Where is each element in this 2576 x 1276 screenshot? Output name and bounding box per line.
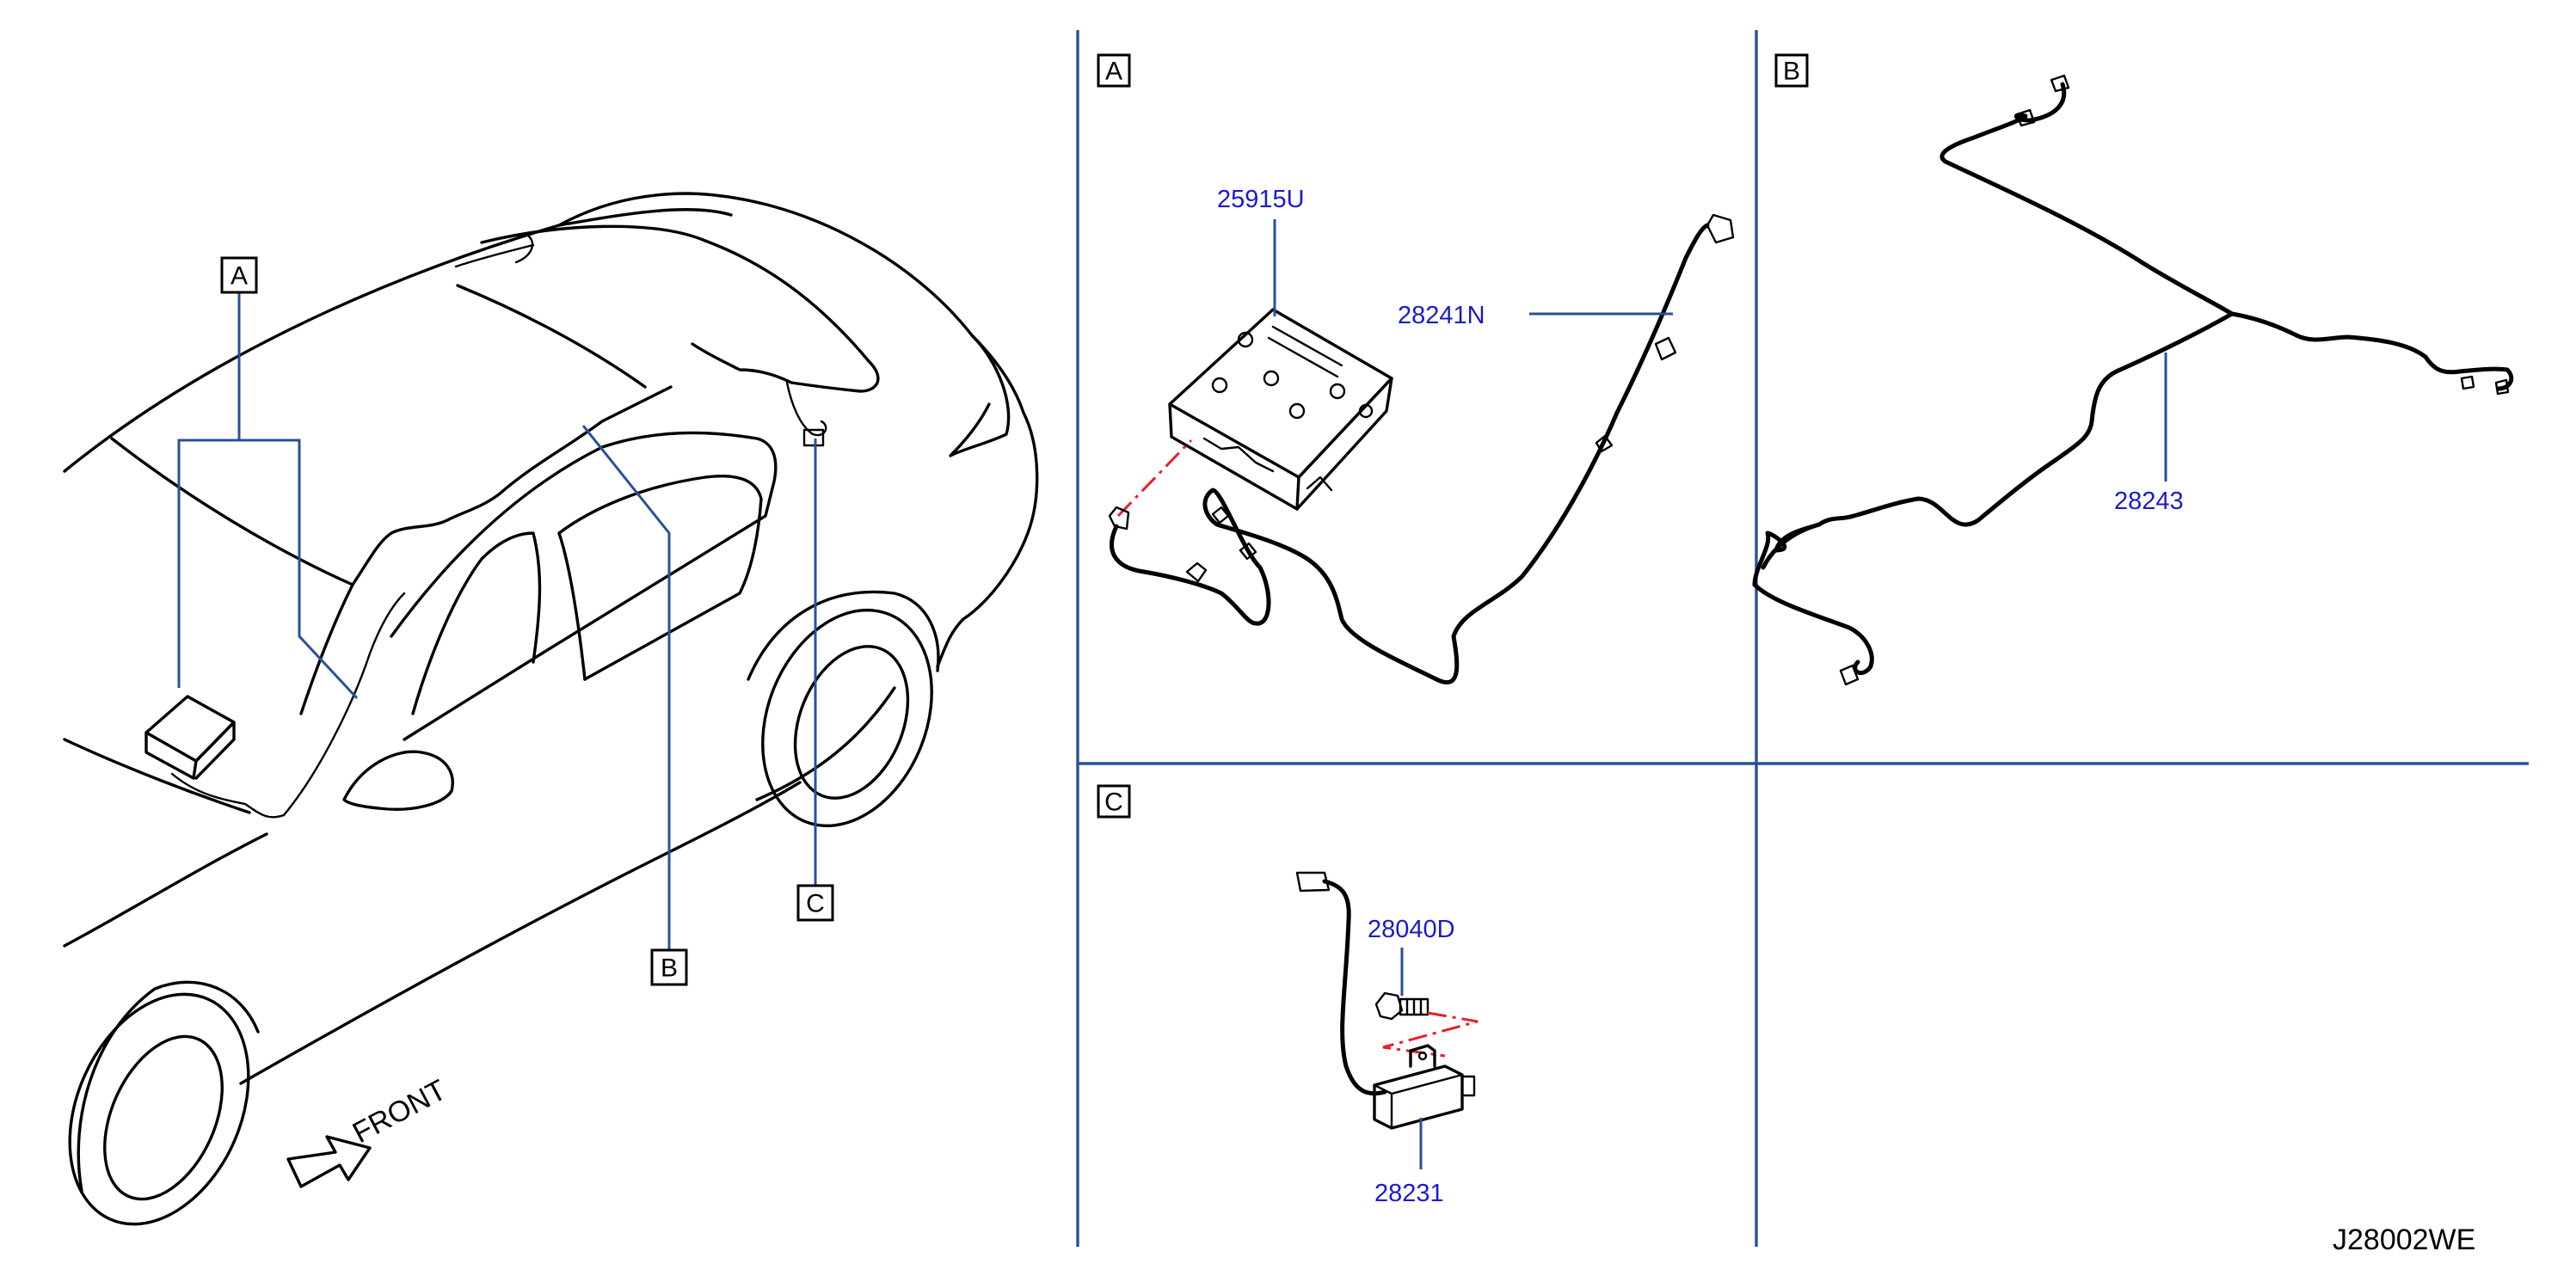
front-arrow-icon [286,1135,372,1188]
car-outline [63,192,1039,1226]
bolt-illustration [1374,991,1429,1021]
panel-b: B 28243 [1752,53,2514,686]
callout-c-overview: C [796,884,834,922]
panel-c: C 28040D 28231 [1097,784,1479,1207]
panel-b-callout: B [1783,58,1800,86]
callout-b-label: B [661,954,678,983]
part-25915u-label: 25915U [1217,186,1305,213]
part-28243-label: 28243 [2114,488,2184,515]
diagram-code: J28002WE [2333,1224,2475,1256]
callout-a-label: A [231,262,248,291]
antenna-module-illustration [1373,1044,1476,1130]
part-28241n-label: 28241N [1398,302,1485,329]
overview-leaders [177,292,817,950]
panel-c-callout: C [1104,788,1123,817]
part-28040d-label: 28040D [1368,916,1455,943]
callout-a-overview: A [220,256,258,294]
control-unit-illustration [1168,308,1393,511]
panel-dividers [1076,30,2529,1247]
part-28231-label: 28231 [1374,1180,1444,1207]
front-label: FRONT [347,1074,452,1150]
panel-a: A 25915U 28241N [1097,53,1735,684]
panel-a-callout: A [1105,58,1122,86]
callout-b-overview: B [650,948,688,986]
callout-c-label: C [806,890,825,918]
